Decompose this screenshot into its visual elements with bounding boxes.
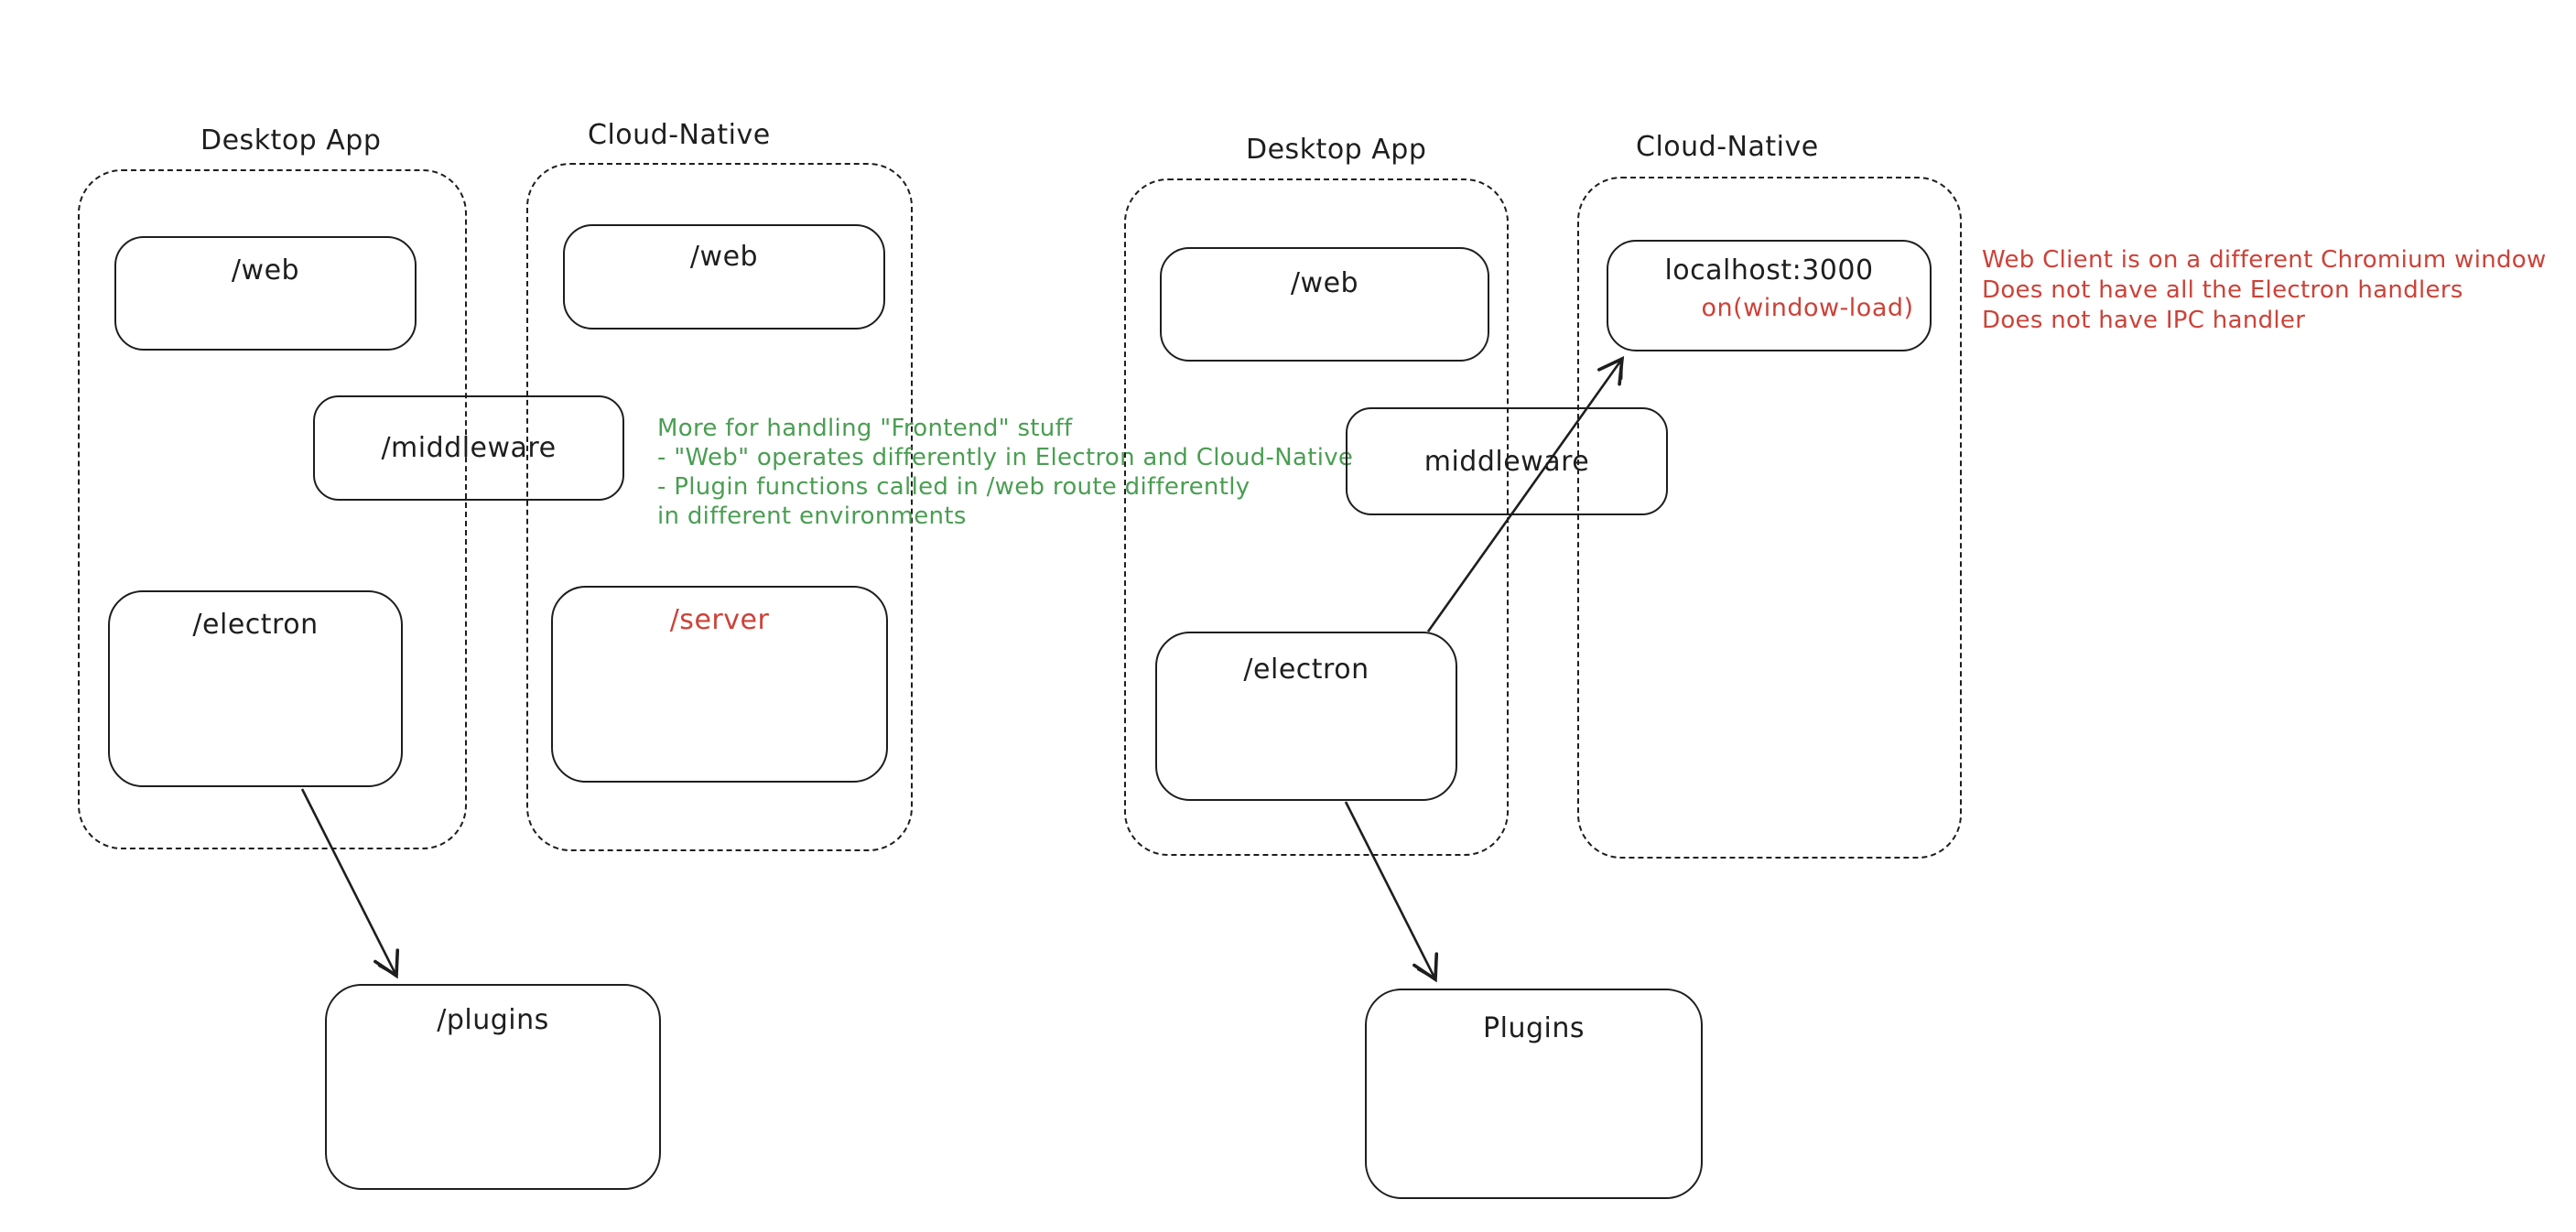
electron-node-left: /electron <box>108 590 403 787</box>
server-node-label: /server <box>669 604 770 636</box>
green-annotation: More for handling "Frontend" stuff - "We… <box>657 414 1353 531</box>
window-load-label: on(window-load) <box>1701 294 1914 322</box>
localhost-node: localhost:3000 on(window-load) <box>1607 240 1932 351</box>
desktop-app-label-right: Desktop App <box>1246 134 1427 166</box>
server-node-left: /server <box>551 586 888 783</box>
electron-node-label: /electron <box>192 609 319 641</box>
desktop-app-container-left <box>78 169 467 849</box>
green-annotation-line: - Plugin functions called in /web route … <box>657 473 1250 501</box>
middleware-node-label: middleware <box>1423 445 1590 478</box>
web-node-label: /web <box>231 254 300 286</box>
web-node-right-desktop: /web <box>1160 247 1489 362</box>
red-annotation-line: Does not have all the Electron handlers <box>1982 276 2463 304</box>
cloud-native-container-left <box>526 163 913 851</box>
plugins-node-label: /plugins <box>437 1004 549 1036</box>
middleware-node-label: /middleware <box>381 432 557 464</box>
cloud-native-label-left: Cloud-Native <box>588 119 771 151</box>
web-node-left-cloud: /web <box>563 224 885 330</box>
middleware-node-left: /middleware <box>313 395 624 501</box>
web-node-label: /web <box>1290 267 1359 299</box>
plugins-node-left: /plugins <box>325 984 661 1190</box>
plugins-node-label: Plugins <box>1483 1012 1585 1044</box>
web-node-left-desktop: /web <box>114 236 417 351</box>
electron-node-right: /electron <box>1155 632 1457 801</box>
plugins-node-right: Plugins <box>1365 989 1703 1199</box>
middleware-node-right: middleware <box>1346 407 1668 515</box>
green-annotation-line: More for handling "Frontend" stuff <box>657 415 1073 442</box>
cloud-native-label-right: Cloud-Native <box>1636 131 1819 163</box>
red-annotation-line: Web Client is on a different Chromium wi… <box>1982 246 2547 274</box>
red-annotation-line: Does not have IPC handler <box>1982 307 2306 334</box>
web-node-label: /web <box>689 241 759 273</box>
localhost-node-label: localhost:3000 <box>1664 254 1874 286</box>
green-annotation-line: - "Web" operates differently in Electron… <box>657 444 1354 471</box>
electron-node-label: /electron <box>1243 654 1369 686</box>
red-annotation: Web Client is on a different Chromium wi… <box>1982 245 2547 336</box>
green-annotation-line: in different environments <box>657 503 967 530</box>
desktop-app-label-left: Desktop App <box>200 124 382 157</box>
